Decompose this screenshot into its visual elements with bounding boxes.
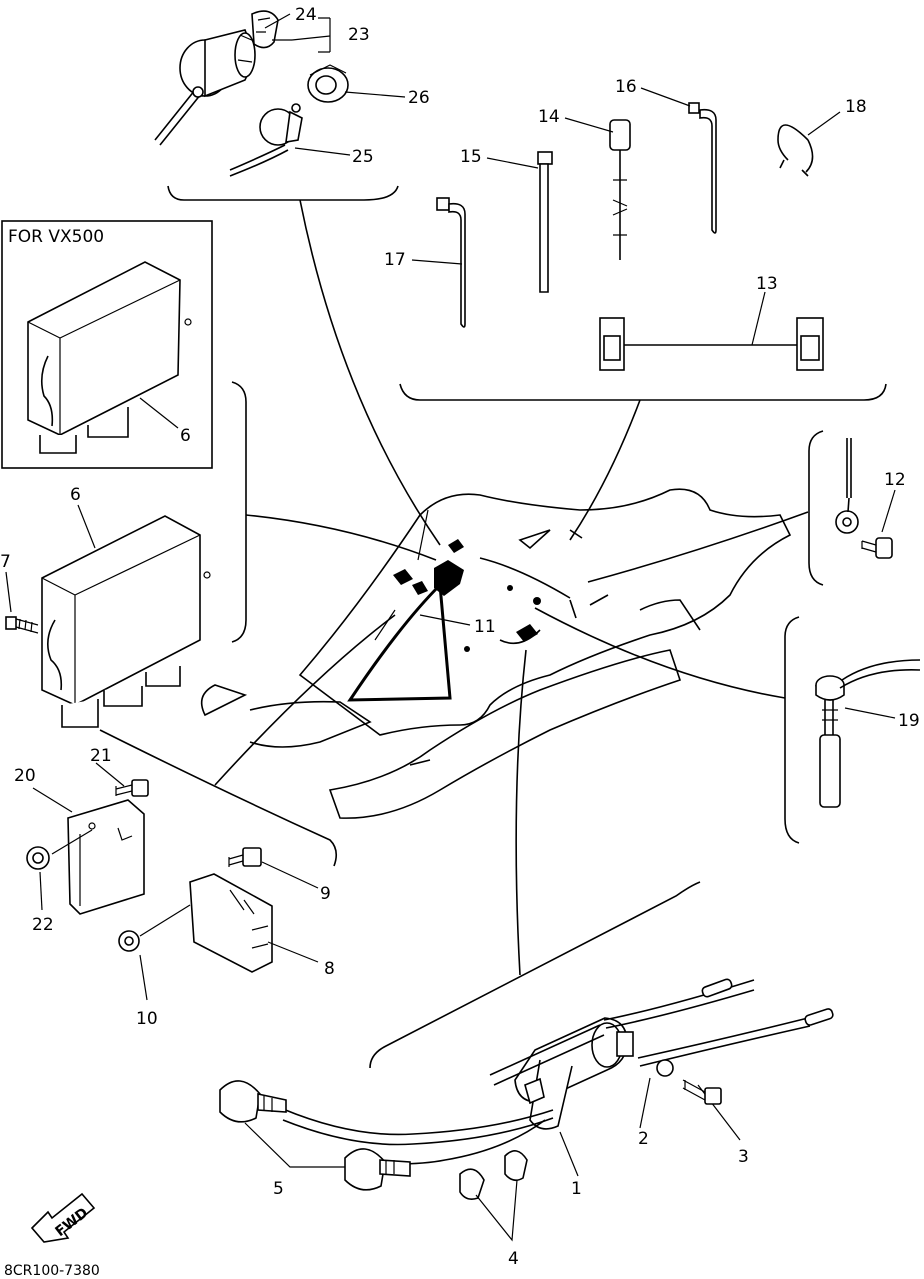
callout-23: 23 [348,25,370,45]
vx500-inset: FOR VX500 6 [1,220,213,469]
hull-outline: 11 [200,488,792,819]
callout-25: 25 [352,147,374,167]
fuel-sender-19-part [815,659,921,808]
callout-19: 19 [898,711,920,731]
leader-connectors [99,199,809,976]
regulator-8-part [189,873,273,973]
clip-18-part [777,124,814,177]
callout-21: 21 [90,746,112,766]
callout-18: 18 [845,97,867,117]
callout-2: 2 [638,1129,649,1149]
callout-4: 4 [508,1249,519,1269]
bolt-7-part [5,616,39,634]
plug-cap-5a-part [219,1080,287,1123]
bolt-21-part [115,779,149,797]
callout-6-inset: 6 [180,426,191,446]
bolt-9-part [228,847,262,867]
callout-26: 26 [408,88,430,108]
band-16-part [688,102,717,234]
ignition-coil-group: 1 2 3 4 5 [219,881,834,1269]
fuel-sender-group: 19 [784,616,921,844]
harness-connectors [393,539,541,652]
clamp-4-part [459,1150,528,1200]
callout-9: 9 [320,884,331,904]
main-switch-group: 24 23 26 25 [154,5,430,201]
nut-10-part [118,930,140,952]
bolt-12-part [861,537,893,559]
plug-cap-5b-part [344,1148,411,1191]
callout-15: 15 [460,147,482,167]
callout-5: 5 [273,1179,284,1199]
cdi-unit-part [41,515,211,728]
callout-10: 10 [136,1009,158,1029]
fwd-arrow-icon: FWD [30,1192,96,1243]
callout-16: 16 [615,77,637,97]
fuse-holder-14-part [609,119,631,260]
fuse-13-part [599,317,824,371]
band-17-part [436,197,466,328]
diagram-code: 8CR100-7380 [4,1263,100,1279]
main-switch-part [154,29,256,146]
choke-knob-part [307,64,349,103]
callout-22: 22 [32,915,54,935]
ignition-coil-1-part [514,1017,634,1130]
callout-1: 1 [571,1179,582,1199]
callout-3: 3 [738,1147,749,1167]
inset-title: FOR VX500 [8,227,104,247]
nut-22-part [26,846,50,870]
callout-14: 14 [538,107,560,127]
regulator-group: 9 10 8 [118,847,335,1029]
cdi-unit-vx500-part [27,261,192,454]
callout-13: 13 [756,274,778,294]
bolt-3-part [682,1079,722,1105]
wire-clamp-group: 16 14 15 18 17 13 [384,77,887,401]
callout-24: 24 [295,5,317,25]
cdi-unit-group: 6 7 [0,381,247,728]
rectifier-20-part [67,799,145,915]
callout-7: 7 [0,552,11,572]
ground-lead-group: 12 [808,430,906,586]
rectifier-group: 21 20 22 [14,746,149,935]
callout-11: 11 [474,617,496,637]
stop-switch-part [229,103,303,177]
cable-tie-15-part [537,151,553,293]
callout-6: 6 [70,485,81,505]
key-part [251,10,279,49]
callout-8: 8 [324,959,335,979]
callout-12: 12 [884,470,906,490]
callout-20: 20 [14,766,36,786]
callout-17: 17 [384,250,406,270]
